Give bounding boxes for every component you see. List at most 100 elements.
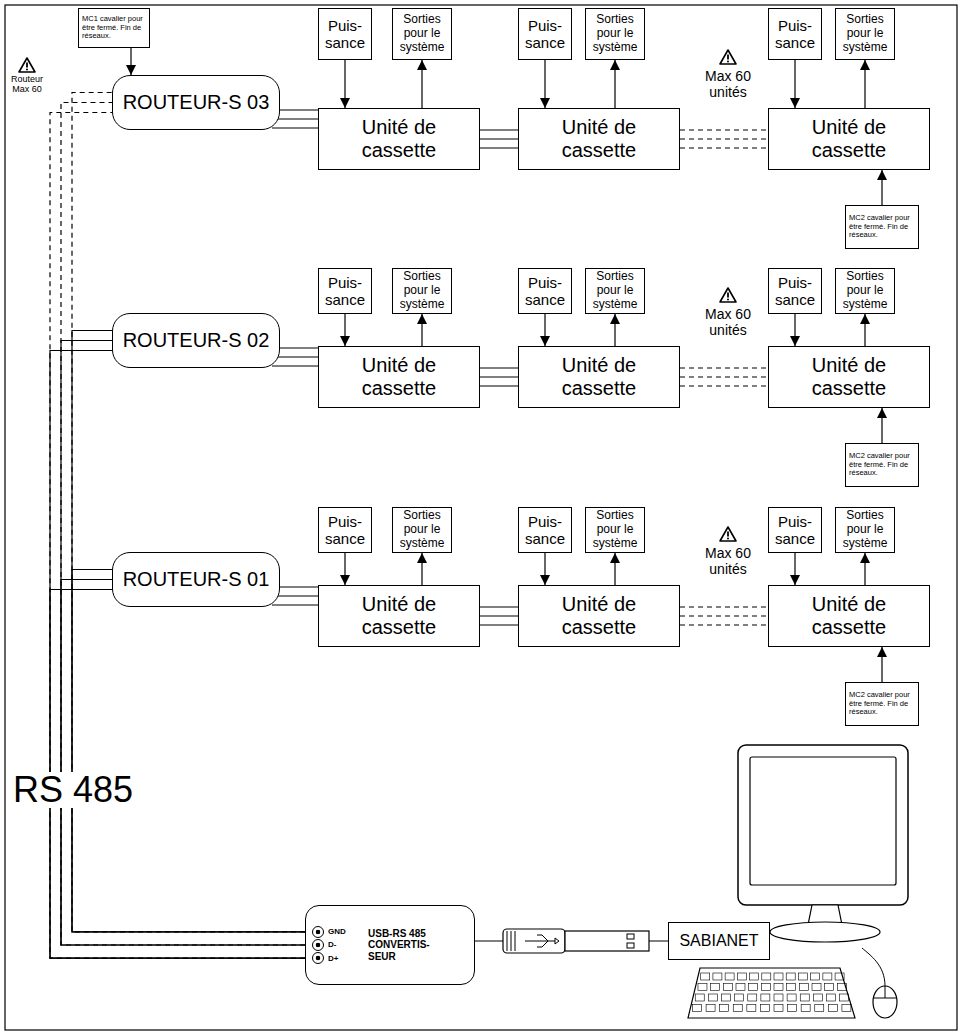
- output-box: Sorties pour le système: [392, 507, 452, 553]
- usb-plug: [503, 929, 649, 953]
- connector-line: [421, 314, 422, 346]
- connector-line: [794, 553, 795, 585]
- power-box: Puis- sance: [518, 268, 572, 314]
- warning-label: Max 60 unités: [698, 68, 758, 100]
- connector: [545, 553, 546, 585]
- output-box: Sorties pour le système: [585, 507, 645, 553]
- node-text: MC2 cavalier pour être fermé. Fin de rés…: [849, 214, 915, 240]
- key: [823, 973, 832, 980]
- key: [706, 1005, 715, 1012]
- key: [750, 973, 759, 980]
- connector-line: [794, 314, 795, 346]
- key: [725, 973, 734, 980]
- connector: [480, 368, 518, 386]
- node-text: Unité de cassette: [543, 593, 655, 639]
- connector: [865, 314, 866, 346]
- connector-line: [680, 367, 768, 368]
- output-box: Sorties pour le système: [835, 268, 895, 314]
- usb-symbol: [525, 935, 559, 947]
- connector: [795, 60, 796, 108]
- key: [837, 984, 846, 991]
- key: [761, 984, 770, 991]
- warning-triangle: [19, 58, 35, 72]
- key: [786, 973, 795, 980]
- connector-line: [72, 331, 305, 932]
- connector: [882, 647, 883, 682]
- node-text: MC2 cavalier pour être fermé. Fin de rés…: [849, 452, 915, 478]
- connector-line: [421, 553, 422, 585]
- key: [815, 1005, 824, 1012]
- node-text: Puis- sance: [321, 17, 369, 52]
- node-text: Puis- sance: [771, 17, 819, 52]
- power-box: Puis- sance: [518, 507, 572, 553]
- key: [812, 984, 821, 991]
- node-text: D-: [312, 940, 362, 949]
- monitor-base: [770, 922, 880, 942]
- bus-label: RS 485: [10, 772, 136, 808]
- connector: [345, 60, 346, 108]
- power-box: Puis- sance: [318, 268, 372, 314]
- warning-symbols: [19, 50, 736, 541]
- node-text: Sorties pour le système: [838, 509, 892, 550]
- computer: [688, 745, 908, 1018]
- node-text: Puis- sance: [771, 274, 819, 309]
- node-text: Puis- sance: [521, 513, 569, 548]
- connector-line: [272, 356, 318, 357]
- connector: [422, 60, 423, 108]
- warning-label: Max 60 unités: [698, 545, 758, 577]
- node-text: Unité de cassette: [543, 116, 655, 162]
- connector-line: [864, 60, 865, 108]
- converter-box: GNDD-D+USB-RS 485 CONVERTIS- SEUR: [305, 905, 475, 985]
- jumper-note: MC2 cavalier pour être fermé. Fin de rés…: [845, 443, 919, 487]
- cassette-unit: Unité de cassette: [318, 585, 480, 647]
- node-text: ROUTEUR-S 03: [123, 91, 270, 114]
- key: [811, 973, 820, 980]
- connector: [615, 314, 616, 346]
- power-box: Puis- sance: [768, 8, 822, 60]
- cassette-unit: Unité de cassette: [768, 108, 930, 170]
- node-text: Puis- sance: [321, 513, 369, 548]
- connector-line: [272, 118, 318, 119]
- power-box: Puis- sance: [768, 507, 822, 553]
- output-box: Sorties pour le système: [585, 268, 645, 314]
- connector-line: [130, 48, 131, 75]
- node-text: Sorties pour le système: [395, 509, 449, 550]
- key: [842, 1005, 851, 1012]
- warning-bar: [727, 293, 729, 298]
- connector: [50, 331, 305, 959]
- key: [721, 994, 730, 1001]
- connector-line: [480, 615, 518, 616]
- mouse-cable: [862, 948, 885, 986]
- connector-line: [480, 129, 518, 130]
- connector-line: [680, 606, 768, 607]
- plug-slot: [627, 943, 634, 948]
- key: [747, 1005, 756, 1012]
- node-text: Unité de cassette: [793, 354, 905, 400]
- node-text: Sorties pour le système: [588, 509, 642, 550]
- connector-line: [544, 553, 545, 585]
- connector-line: [680, 376, 768, 377]
- node-text: Sorties pour le système: [588, 270, 642, 311]
- connector-line: [680, 147, 768, 148]
- warning-outline: [19, 58, 35, 72]
- connector: [680, 130, 768, 148]
- connector-line: [680, 385, 768, 386]
- connector: [422, 553, 423, 585]
- plug-slot: [627, 934, 634, 939]
- node-text: Unité de cassette: [793, 593, 905, 639]
- key: [761, 994, 770, 1001]
- node-text: GND: [312, 927, 362, 936]
- key: [711, 984, 720, 991]
- node-text: Sorties pour le système: [838, 13, 892, 54]
- key: [813, 994, 822, 1001]
- connector: [545, 314, 546, 346]
- router-box: ROUTEUR-S 02: [112, 313, 280, 368]
- connector-line: [794, 60, 795, 108]
- warning-bar: [727, 532, 729, 537]
- key: [774, 1005, 783, 1012]
- key: [713, 973, 722, 980]
- node-text: Sorties pour le système: [838, 270, 892, 311]
- connector: [615, 553, 616, 585]
- connector-line: [864, 314, 865, 346]
- output-box: Sorties pour le système: [392, 8, 452, 60]
